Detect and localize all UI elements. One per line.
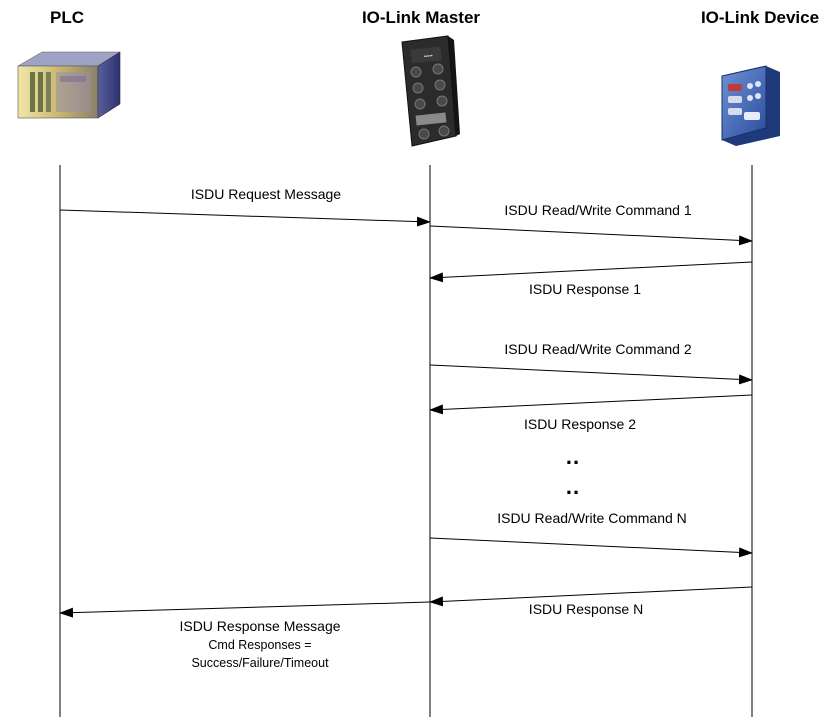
response-1-label: ISDU Response 1: [528, 281, 642, 297]
response-n-label: ISDU Response N: [528, 601, 644, 617]
response-2-label: ISDU Response 2: [523, 416, 637, 432]
request-arrow: [59, 209, 431, 227]
response-message-label: ISDU Response Message: [179, 618, 341, 634]
command-2-arrow: [429, 364, 753, 385]
response-n-arrow: [429, 586, 753, 607]
command-n-label: ISDU Read/Write Command N: [497, 510, 687, 526]
command-2-label: ISDU Read/Write Command 2: [504, 341, 692, 357]
ellipsis-2: ..: [565, 474, 581, 499]
response-2-arrow: [429, 394, 753, 415]
request-message-label: ISDU Request Message: [190, 186, 342, 202]
svg-text:▪▪▪▪▪: ▪▪▪▪▪: [424, 53, 434, 60]
response-1-arrow: [429, 261, 753, 283]
io-link-master-icon: ▪▪▪▪▪: [401, 35, 460, 147]
command-n-arrow: [429, 537, 753, 558]
command-1-label: ISDU Read/Write Command 1: [504, 202, 692, 218]
io-link-device-icon: [721, 65, 780, 146]
io-link-master-title: IO-Link Master: [361, 8, 481, 27]
ellipsis-1: ..: [565, 444, 581, 469]
cmd-responses-label: Cmd Responses =: [208, 638, 312, 652]
cmd-responses-values-label: Success/Failure/Timeout: [191, 656, 329, 670]
io-link-device-title: IO-Link Device: [700, 8, 820, 27]
plc-rack-icon: [17, 51, 121, 119]
command-1-arrow: [429, 225, 753, 246]
response-message-arrow: [59, 601, 431, 618]
plc-title: PLC: [50, 8, 84, 27]
